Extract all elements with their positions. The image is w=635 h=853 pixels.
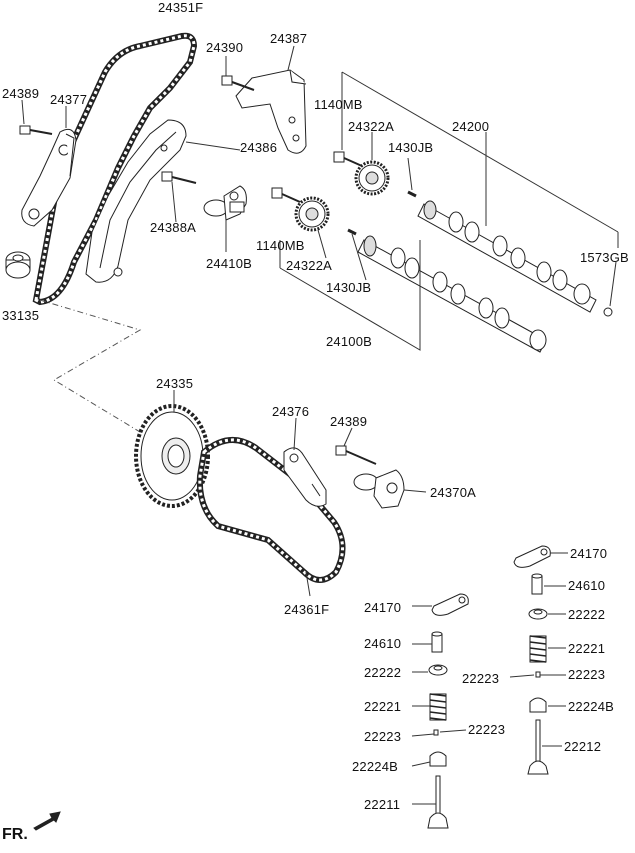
bolt-1140MB-top — [333, 151, 363, 167]
label-24387: 24387 — [270, 31, 308, 46]
label-24376: 24376 — [272, 404, 310, 419]
label-22223-right-b: 22223 — [462, 671, 500, 686]
label-24322A-mid: 24322A — [286, 258, 333, 273]
leader-lines-lower — [173, 390, 427, 597]
label-24335: 24335 — [156, 376, 194, 391]
leader-lines-upper — [21, 45, 619, 351]
label-24410B: 24410B — [206, 256, 253, 271]
bolt-1140MB-mid — [271, 187, 301, 203]
bolt-24390 — [221, 75, 255, 91]
label-22223-left-a: 22223 — [364, 729, 402, 744]
front-direction-label: FR. — [2, 826, 28, 843]
label-24170-right: 24170 — [570, 546, 608, 561]
label-22212: 22212 — [564, 739, 602, 754]
valve-train-left — [427, 593, 469, 829]
sprocket-24322A-top — [354, 160, 390, 196]
label-1430JB-mid: 1430JB — [326, 280, 372, 295]
tensioner-arm-24376 — [283, 447, 327, 507]
bolt-24389-mid — [335, 445, 377, 465]
label-24351F: 24351F — [158, 0, 204, 15]
label-33135: 33135 — [2, 308, 40, 323]
label-1430JB-top: 1430JB — [388, 140, 434, 155]
label-22223-right-a: 22223 — [568, 667, 606, 682]
label-22221-right: 22221 — [568, 641, 606, 656]
chain-guide-24386 — [85, 119, 187, 283]
label-24377: 24377 — [50, 92, 88, 107]
bolt-24389 — [19, 125, 53, 135]
camshaft-24100B — [357, 235, 547, 353]
label-22221-left: 22221 — [364, 699, 402, 714]
label-24322A-top: 24322A — [348, 119, 395, 134]
label-24390: 24390 — [206, 40, 244, 55]
label-22222-right: 22222 — [568, 607, 606, 622]
crank-sprocket-24335 — [134, 404, 210, 508]
label-24200: 24200 — [452, 119, 490, 134]
pin-1430JB-top — [407, 190, 417, 198]
lower-timing-chain — [196, 437, 346, 583]
label-24610-left: 24610 — [364, 636, 402, 651]
pin-1430JB-mid — [347, 228, 357, 236]
upper-timing-chain — [32, 32, 198, 306]
camshaft-24200 — [417, 200, 597, 313]
front-direction-arrow — [33, 811, 61, 831]
label-1573GB: 1573GB — [580, 250, 629, 265]
label-24386: 24386 — [240, 140, 278, 155]
label-24170-left: 24170 — [364, 600, 402, 615]
plug-1573GB — [603, 307, 613, 317]
label-22224B-right: 22224B — [568, 699, 615, 714]
label-1140MB-mid: 1140MB — [256, 238, 305, 253]
label-24361F: 24361F — [284, 602, 330, 617]
washer-33135 — [5, 251, 31, 279]
tensioner-24370A — [353, 469, 405, 509]
phantom-line — [39, 299, 151, 439]
label-22211: 22211 — [364, 797, 401, 812]
tensioner-24410B — [203, 185, 247, 221]
tensioner-arm-24377 — [21, 128, 77, 227]
label-22222-left: 22222 — [364, 665, 402, 680]
label-24100B: 24100B — [326, 334, 373, 349]
label-24388A: 24388A — [150, 220, 197, 235]
label-24370A: 24370A — [430, 485, 477, 500]
label-22224B-left: 22224B — [352, 759, 399, 774]
label-22223-left-b: 22223 — [468, 722, 506, 737]
label-24610-right: 24610 — [568, 578, 606, 593]
bolt-24388A — [161, 171, 197, 184]
sprocket-24322A-mid — [294, 196, 330, 232]
valve-train-right — [513, 545, 551, 775]
label-24389-mid: 24389 — [330, 414, 368, 429]
leader-lines-valves — [411, 552, 568, 805]
label-24389-top: 24389 — [2, 86, 40, 101]
label-1140MB-top: 1140MB — [314, 97, 363, 112]
